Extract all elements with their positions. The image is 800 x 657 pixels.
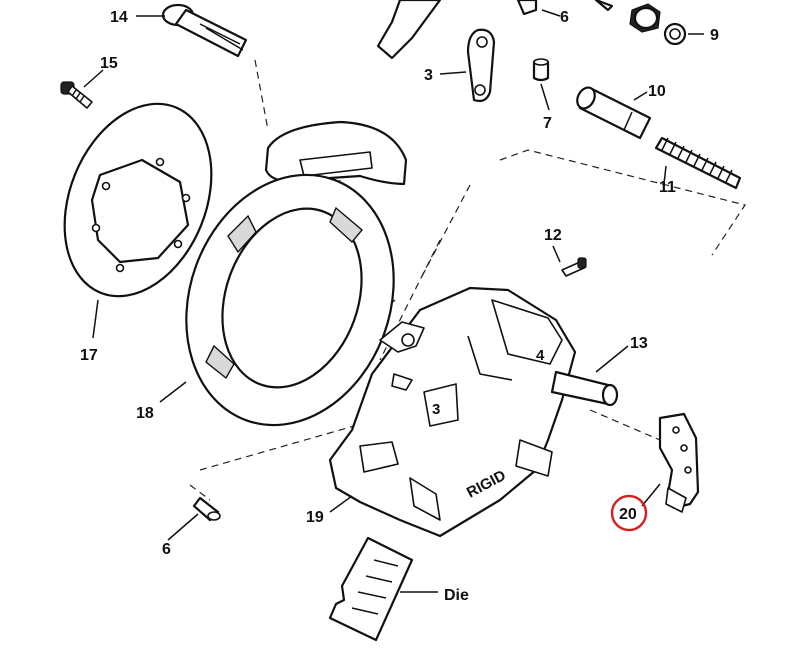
shaft-part-13 [550, 370, 619, 407]
label-15: 15 [100, 55, 118, 72]
bolt-part-14 [161, 3, 248, 58]
label-11: 11 [659, 179, 676, 196]
label-13: 13 [630, 335, 648, 352]
label-17: 17 [80, 347, 98, 364]
slot-stamp-3: 3 [432, 401, 440, 418]
plate-part-17 [63, 102, 213, 298]
label-3: 3 [424, 67, 433, 84]
leader-lines [83, 9, 704, 593]
label-14: 14 [110, 9, 128, 26]
arm-part [376, 0, 442, 60]
label-6-top: 6 [560, 9, 569, 26]
shaft-part-10 [576, 86, 652, 140]
latch-part-20 [658, 412, 700, 513]
label-7: 7 [543, 115, 552, 132]
die-head-body-part-19: 3 4 RIGID [328, 286, 577, 538]
nut-part-6-top [516, 0, 538, 16]
label-6-bottom: 6 [162, 541, 171, 558]
nut-washer-part-9 [594, 0, 687, 46]
link-plate-part-3 [466, 28, 496, 103]
screw-part-15 [60, 81, 93, 109]
label-19: 19 [306, 509, 324, 526]
callout-labels: 14 15 3 6 7 9 10 11 12 13 17 18 19 6 20 … [80, 9, 719, 604]
ring-part-18 [185, 120, 408, 427]
screw-part-12 [561, 257, 587, 277]
highlight-circle-20 [610, 494, 648, 532]
label-20: 20 [619, 506, 637, 523]
label-10: 10 [648, 83, 666, 100]
spring-part-11 [654, 136, 742, 190]
die-insert [328, 536, 414, 642]
pin-part-7 [532, 58, 550, 82]
label-12: 12 [544, 227, 562, 244]
pin-part-6-bottom [192, 496, 221, 522]
slot-stamp-4: 4 [536, 347, 545, 364]
label-18: 18 [136, 405, 154, 422]
label-die: Die [444, 587, 469, 604]
label-9: 9 [710, 27, 719, 44]
